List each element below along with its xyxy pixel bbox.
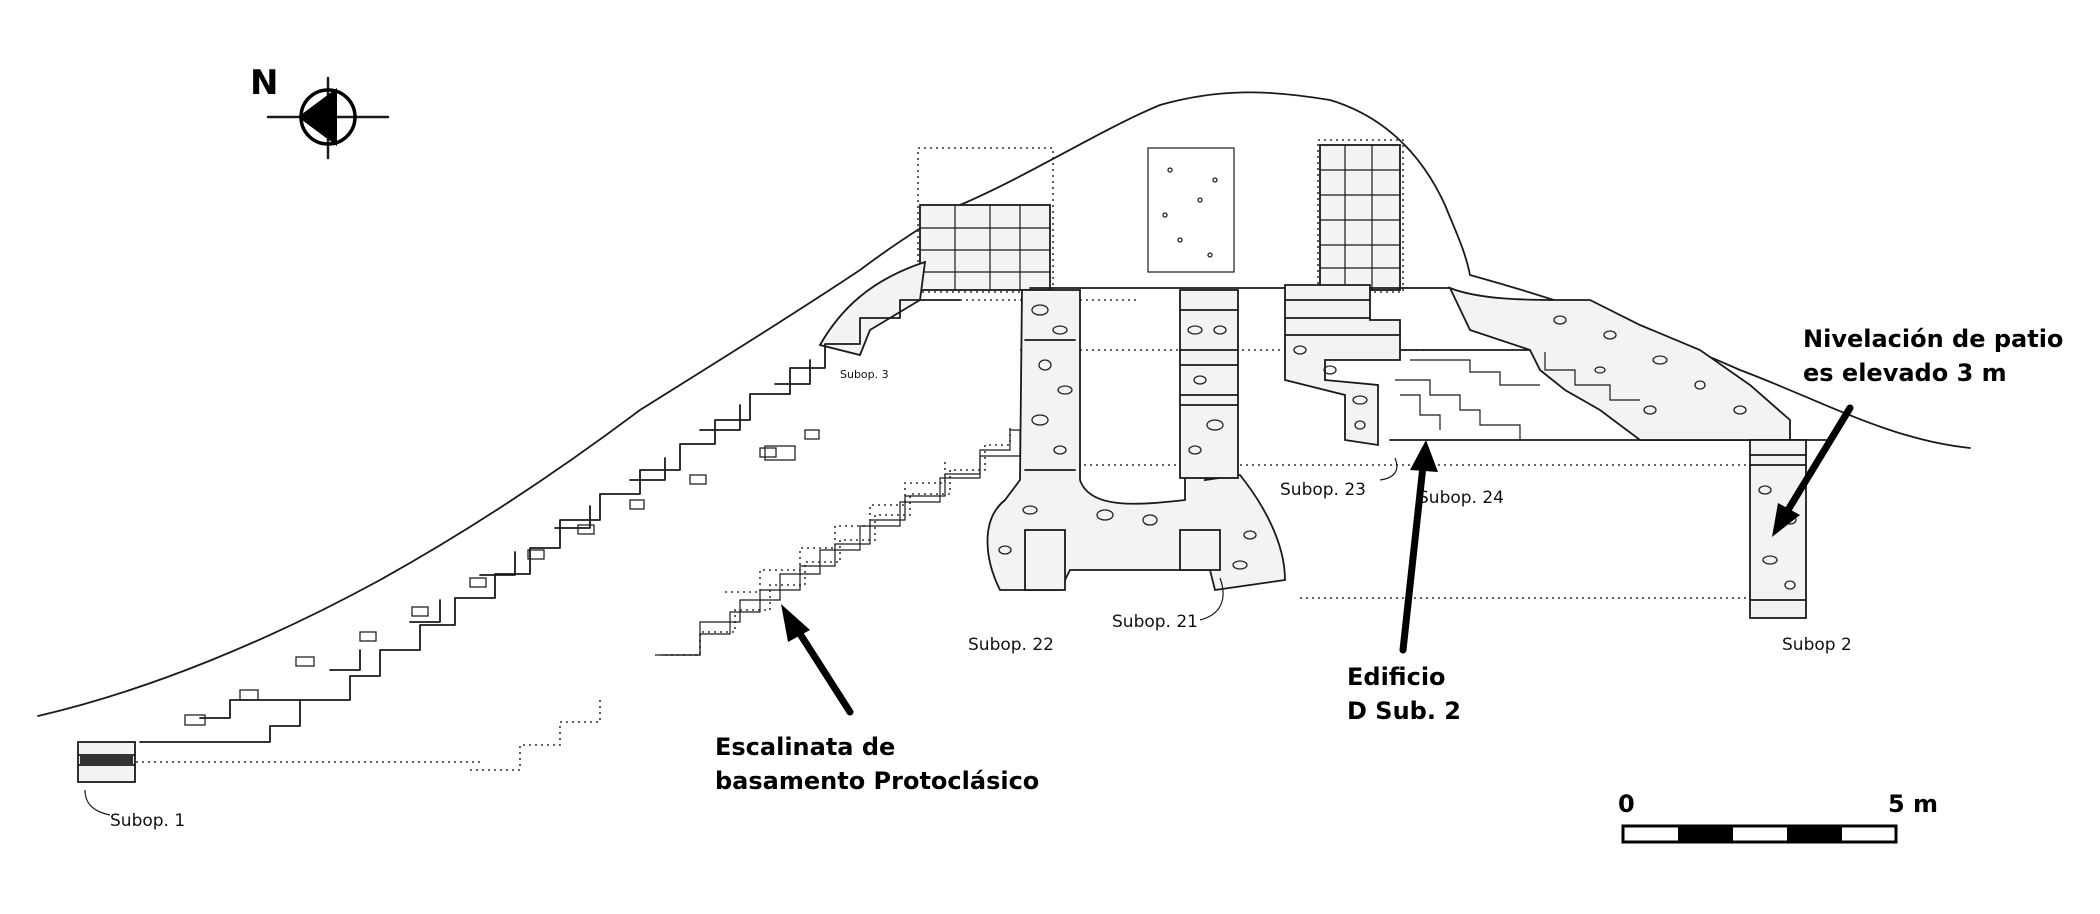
trench-subop-22	[986, 289, 1286, 592]
summit-masonry-left	[919, 204, 1051, 291]
annotation-nivelacion-line2: es elevado 3 m	[1803, 359, 2007, 387]
terrace-fill-right	[1448, 286, 1791, 441]
scale-start-label: 0	[1618, 790, 1635, 818]
trench-subop-23-24	[1284, 284, 1540, 447]
arrow-escalinata-icon	[781, 604, 854, 716]
label-subop-21: Subop. 21	[1112, 612, 1198, 632]
label-subop-24: Subop. 24	[1418, 488, 1504, 508]
arrow-nivelacion-icon	[1772, 404, 1854, 537]
annotation-escalinata-line1: Escalinata de	[715, 733, 895, 761]
annotation-escalinata-line2: basamento Protoclásico	[715, 767, 1039, 795]
label-subop-1: Subop. 1	[110, 811, 185, 831]
trench-subop-21	[1179, 289, 1239, 479]
north-label: N	[250, 63, 278, 103]
scale-bar: 0 5 m	[1618, 790, 1938, 844]
outer-staircase	[139, 299, 961, 743]
scale-end-label: 5 m	[1888, 790, 1938, 818]
label-subop-3: Subop. 3	[840, 368, 889, 381]
trench-subop-1	[77, 741, 136, 783]
annotation-edificio-line1: Edificio	[1347, 663, 1446, 691]
label-subop-23: Subop. 23	[1280, 480, 1366, 500]
arrow-edificio-icon	[1399, 440, 1438, 654]
label-subop-22: Subop. 22	[968, 635, 1054, 655]
label-subop-2: Subop 2	[1782, 635, 1852, 655]
annotation-nivelacion-line1: Nivelación de patio	[1803, 325, 2063, 353]
protoclassic-staircase	[470, 425, 1011, 771]
summit-masonry-right	[1319, 144, 1401, 291]
annotation-edificio-line2: D Sub. 2	[1347, 697, 1461, 725]
north-arrow-icon: N	[250, 63, 390, 160]
